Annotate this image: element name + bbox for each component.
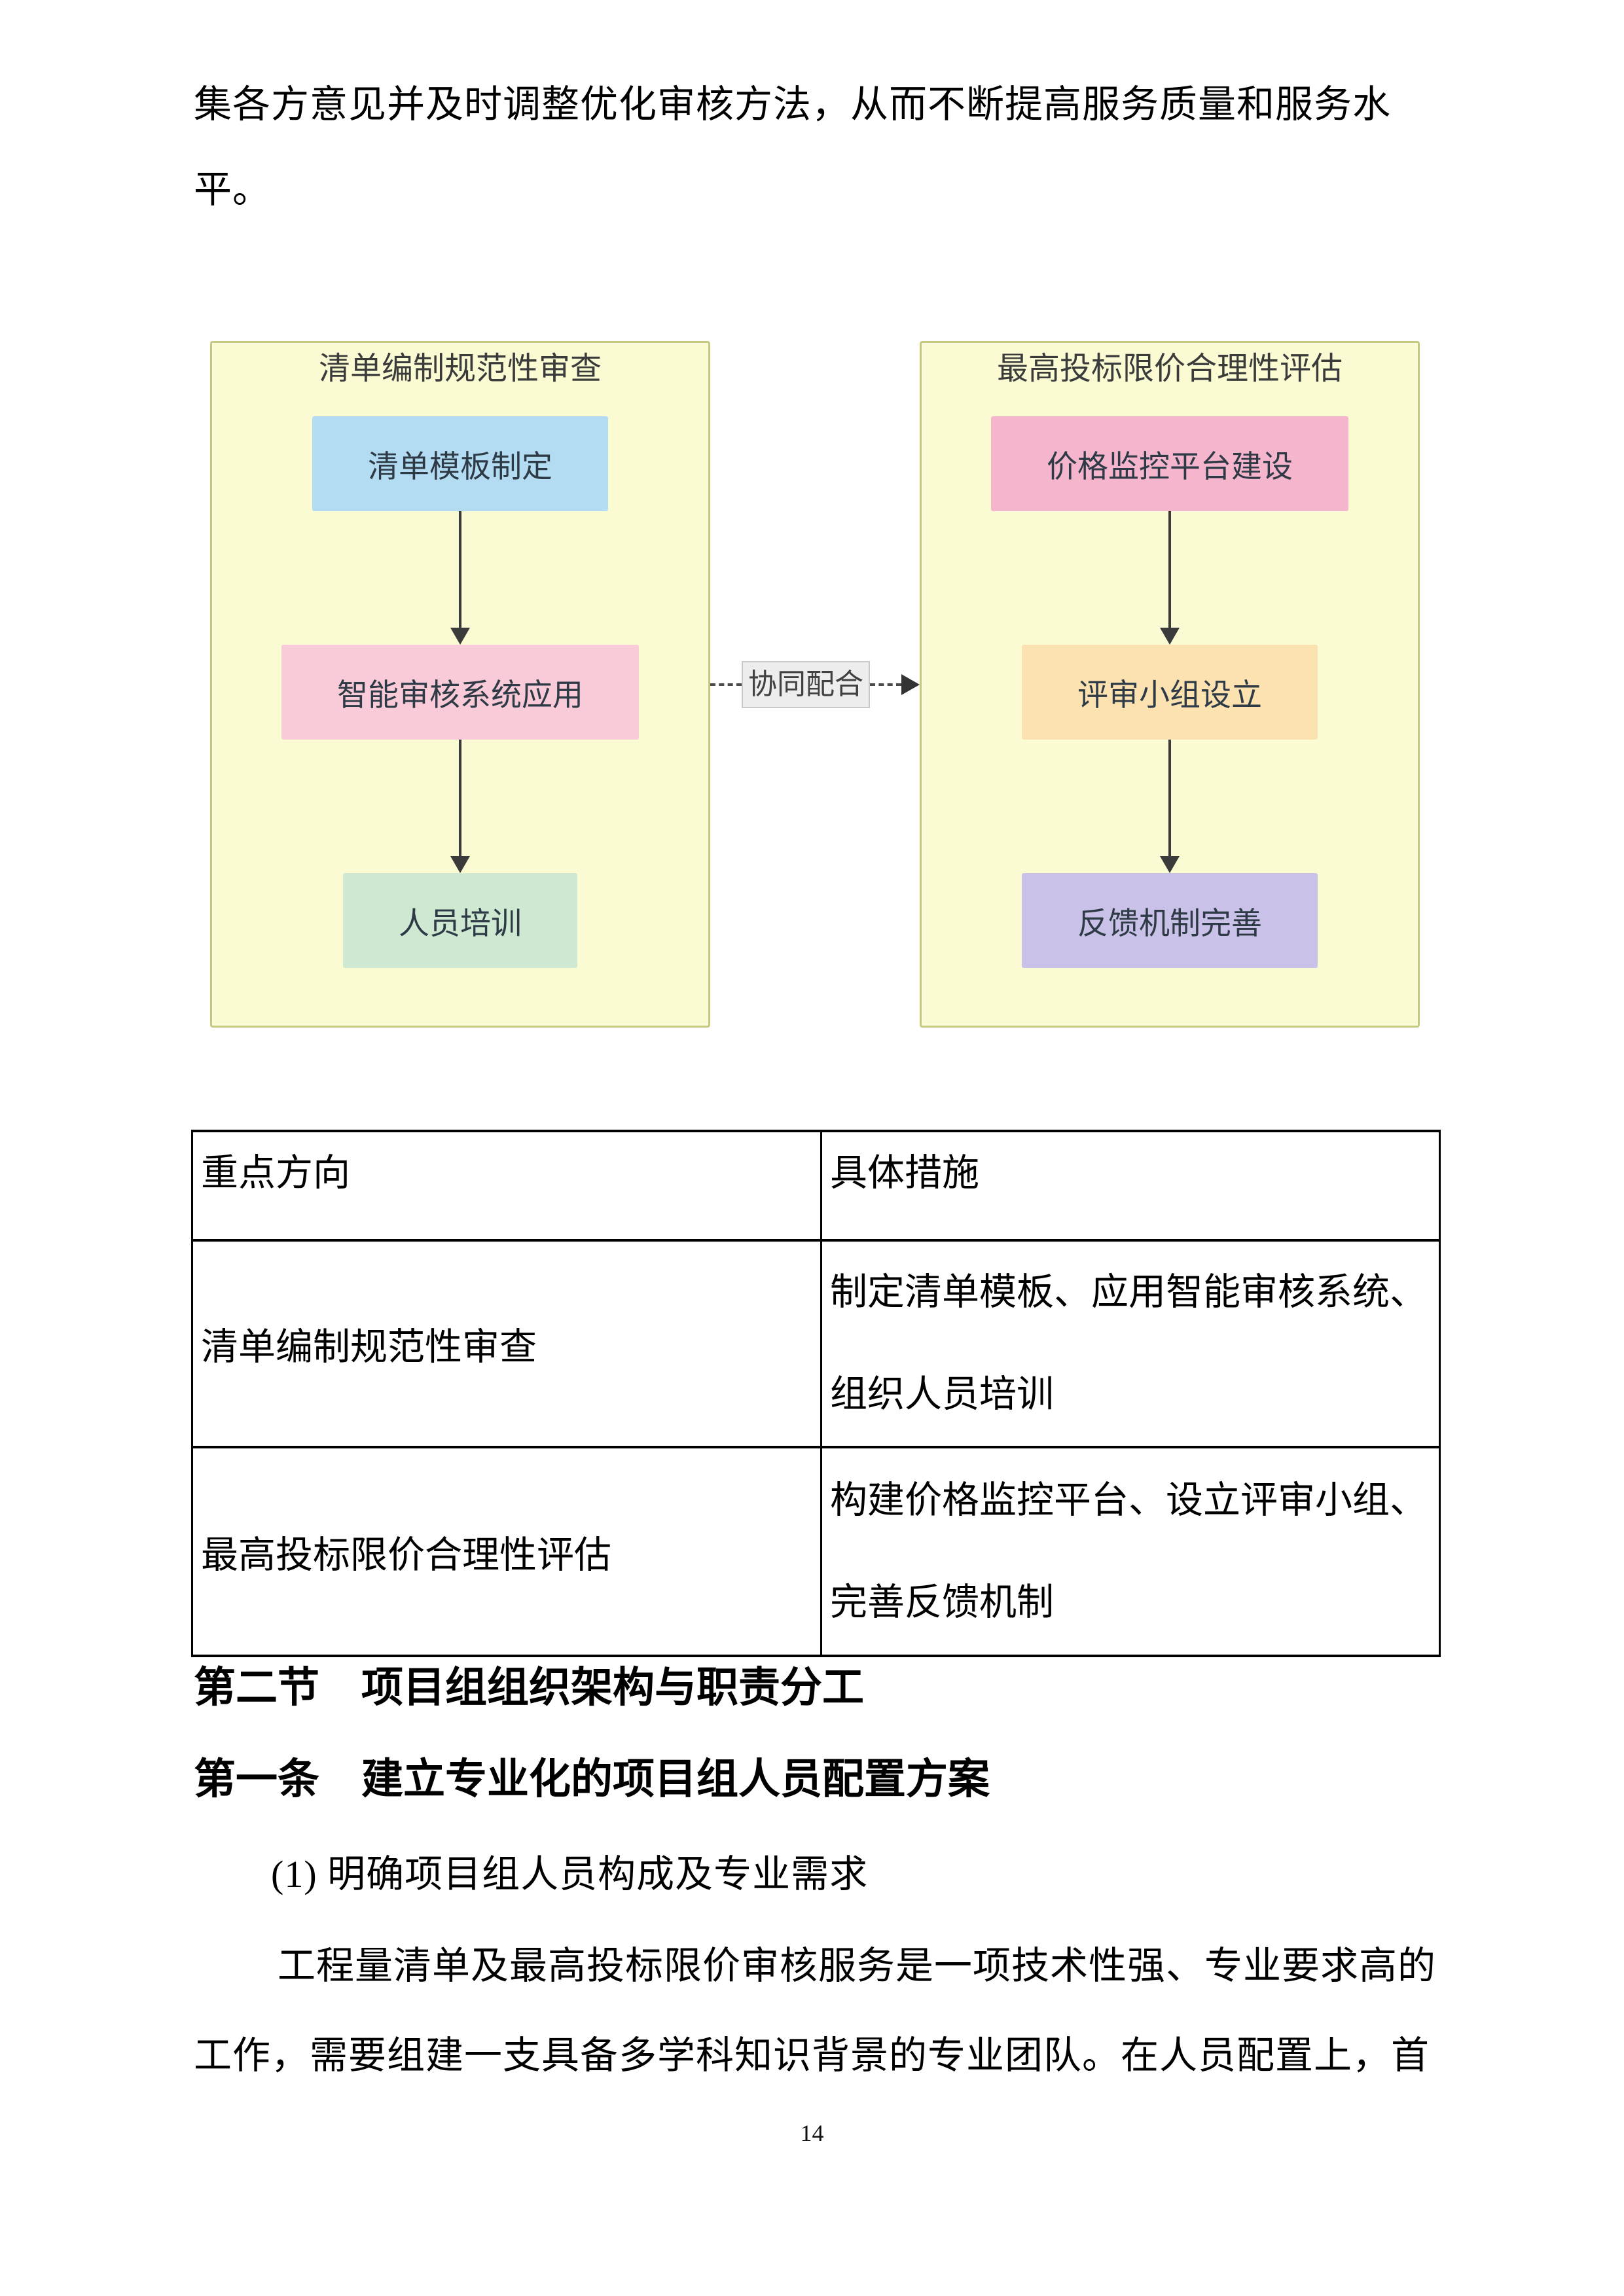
arrow-line — [459, 511, 461, 628]
panel-list-review: 清单编制规范性审查 清单模板制定 智能审核系统应用 人员培训 — [210, 341, 710, 1028]
down-arrow — [1160, 740, 1180, 873]
arrow-head-icon — [450, 628, 470, 645]
down-arrow — [450, 740, 470, 873]
cell-measures: 构建价格监控平台、设立评审小组、 完善反馈机制 — [820, 1446, 1441, 1657]
cell-direction: 清单编制规范性审查 — [191, 1239, 822, 1448]
measures-line: 完善反馈机制 — [830, 1581, 1054, 1623]
down-arrow — [450, 511, 470, 645]
arrow-line — [459, 740, 461, 856]
arrow-line — [1168, 511, 1171, 628]
measures-line: 构建价格监控平台、设立评审小组、 — [830, 1479, 1427, 1521]
measures-line: 组织人员培训 — [830, 1374, 1054, 1415]
arrow-head-icon — [1160, 856, 1180, 873]
list-item: (1) 明确项目组人员构成及专业需求 — [271, 1853, 869, 1895]
table-row: 最高投标限价合理性评估 构建价格监控平台、设立评审小组、 完善反馈机制 — [191, 1446, 1441, 1657]
connector-dash — [710, 683, 742, 686]
flow-box-price-platform: 价格监控平台建设 — [991, 416, 1348, 511]
connector-arrow-icon — [901, 673, 920, 695]
connector-label: 协同配合 — [742, 660, 870, 708]
cell-measures: 制定清单模板、应用智能审核系统、 组织人员培训 — [820, 1239, 1441, 1448]
table-header-measures: 具体措施 — [820, 1130, 1441, 1242]
arrow-line — [1168, 740, 1171, 856]
panel-title: 清单编制规范性审查 — [318, 351, 602, 386]
summary-table: 重点方向 具体措施 清单编制规范性审查 制定清单模板、应用智能审核系统、 组织人… — [191, 1130, 1441, 1657]
flow-box-smart-audit: 智能审核系统应用 — [281, 645, 639, 740]
clause-heading: 第一条 建立专业化的项目组人员配置方案 — [194, 1755, 990, 1803]
page-number: 14 — [800, 2120, 824, 2146]
down-arrow — [1160, 511, 1180, 645]
intro-paragraph-line: 集各方意见并及时调整优化审核方法，从而不断提高服务质量和服务水 — [194, 83, 1392, 126]
table-header-direction: 重点方向 — [191, 1130, 822, 1242]
section-heading: 第二节 项目组组织架构与职责分工 — [194, 1664, 864, 1711]
flow-box-review-team: 评审小组设立 — [1022, 645, 1318, 740]
connector-cooperation: 协同配合 — [710, 658, 920, 711]
body-paragraph-line: 工作，需要组建一支具备多学科知识背景的专业团队。在人员配置上，首 — [194, 2034, 1430, 2077]
body-paragraph-line: 工程量清单及最高投标限价审核服务是一项技术性强、专业要求高的 — [278, 1945, 1437, 1987]
panel-title: 最高投标限价合理性评估 — [996, 351, 1343, 386]
table-header-row: 重点方向 具体措施 — [191, 1130, 1441, 1242]
process-diagram: 清单编制规范性审查 清单模板制定 智能审核系统应用 人员培训 协同配合 最高投标… — [210, 341, 1420, 1028]
cell-direction: 最高投标限价合理性评估 — [191, 1446, 822, 1657]
arrow-head-icon — [1160, 628, 1180, 645]
connector-dash — [870, 683, 901, 686]
panel-price-evaluation: 最高投标限价合理性评估 价格监控平台建设 评审小组设立 反馈机制完善 — [920, 341, 1420, 1028]
arrow-head-icon — [450, 856, 470, 873]
flow-box-training: 人员培训 — [343, 873, 577, 968]
table-row: 清单编制规范性审查 制定清单模板、应用智能审核系统、 组织人员培训 — [191, 1239, 1441, 1448]
flow-box-template: 清单模板制定 — [312, 416, 608, 511]
flow-box-feedback: 反馈机制完善 — [1022, 873, 1318, 968]
intro-paragraph-line: 平。 — [194, 168, 272, 211]
measures-line: 制定清单模板、应用智能审核系统、 — [830, 1272, 1427, 1313]
